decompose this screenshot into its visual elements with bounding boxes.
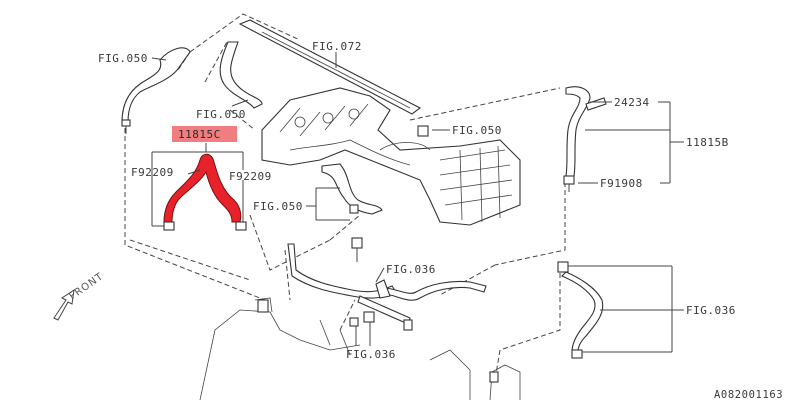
intake-manifold bbox=[261, 87, 521, 226]
hose-center-lower bbox=[321, 163, 383, 262]
label-f92209-left[interactable]: F92209 bbox=[131, 166, 174, 179]
front-direction-arrow: FRONT bbox=[53, 271, 106, 321]
label-fig036-right[interactable]: FIG.036 bbox=[686, 304, 736, 317]
label-f92209-right[interactable]: F92209 bbox=[229, 170, 272, 183]
hose-11815c-clamp-left bbox=[163, 221, 175, 231]
label-fig050-top-left[interactable]: FIG.050 bbox=[98, 52, 148, 65]
engine-lower-outline bbox=[199, 297, 521, 400]
label-fig072[interactable]: FIG.072 bbox=[312, 40, 362, 53]
label-fig050-right[interactable]: FIG.050 bbox=[452, 124, 502, 137]
hose-center-upper bbox=[219, 41, 263, 109]
label-11815c-highlight bbox=[172, 126, 237, 142]
label-fig036-bottom[interactable]: FIG.036 bbox=[346, 348, 396, 361]
pipe-fig072 bbox=[238, 19, 422, 115]
part-labels: FIG.050 FIG.072 FIG.050 FIG.050 11815C F… bbox=[98, 40, 783, 400]
hose-top-left bbox=[121, 47, 191, 134]
hose-11815b bbox=[563, 86, 607, 192]
label-fig050-mid[interactable]: FIG.050 bbox=[196, 108, 246, 121]
front-label: FRONT bbox=[67, 271, 105, 302]
label-11815c[interactable]: 11815C bbox=[178, 128, 221, 141]
hose-fig036-right bbox=[557, 261, 604, 359]
hose-11815c-highlighted[interactable] bbox=[163, 153, 247, 231]
dashed-reference-lines bbox=[124, 13, 566, 381]
label-fig036-center[interactable]: FIG.036 bbox=[386, 263, 436, 276]
diagram-code: A082001163 bbox=[714, 389, 783, 400]
pipe-fig036-center bbox=[287, 243, 487, 331]
label-11815b[interactable]: 11815B bbox=[686, 136, 729, 149]
label-fig050-lower[interactable]: FIG.050 bbox=[253, 200, 303, 213]
label-f91908[interactable]: F91908 bbox=[600, 177, 643, 190]
hose-11815c-clamp-right bbox=[235, 221, 247, 231]
label-24234[interactable]: 24234 bbox=[614, 96, 650, 109]
hose-11815c-body[interactable] bbox=[163, 153, 242, 223]
leader-lines bbox=[151, 52, 684, 353]
